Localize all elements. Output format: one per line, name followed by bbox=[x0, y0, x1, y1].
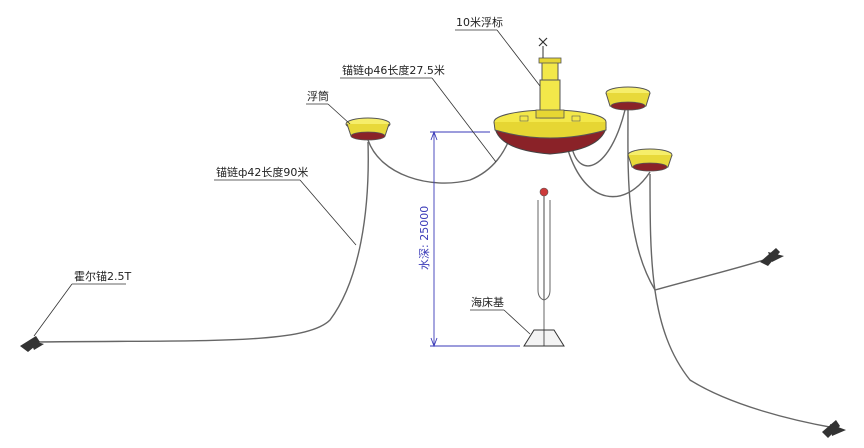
label-anchor: 霍尔锚2.5T bbox=[74, 269, 131, 283]
label-chain-42: 锚链ф42长度90米 bbox=[216, 165, 308, 179]
subsurface-float bbox=[539, 187, 549, 197]
float-drum-mid-right bbox=[627, 148, 673, 172]
chain-float-top-to-anchor bbox=[627, 109, 771, 291]
anchor-left bbox=[20, 336, 44, 352]
chain-float-left-to-buoy bbox=[367, 137, 511, 184]
chain-buoy-to-float-mid bbox=[567, 149, 651, 198]
water-depth-dimension bbox=[430, 130, 520, 348]
label-chain-46: 锚链ф46长度27.5米 bbox=[342, 63, 445, 77]
leader-lines bbox=[33, 29, 541, 337]
chain-buoy-to-float-top bbox=[571, 109, 626, 167]
seabed-base-assembly bbox=[523, 187, 565, 347]
mooring-chains bbox=[34, 109, 836, 429]
water-depth-label: 水深: 25000 bbox=[418, 206, 431, 270]
chain-float-mid-to-anchor bbox=[649, 173, 836, 429]
float-drum-top-right bbox=[605, 86, 651, 111]
anchor-right-upper bbox=[760, 248, 784, 266]
label-float-drum: 浮筒 bbox=[307, 89, 329, 103]
main-buoy bbox=[493, 37, 607, 155]
anchor-right-lower bbox=[822, 420, 846, 438]
label-buoy-10m: 10米浮标 bbox=[456, 15, 503, 29]
chain-float-left-to-anchor bbox=[34, 141, 369, 343]
label-seabed-base: 海床基 bbox=[471, 295, 504, 309]
float-drum-left bbox=[345, 117, 391, 141]
